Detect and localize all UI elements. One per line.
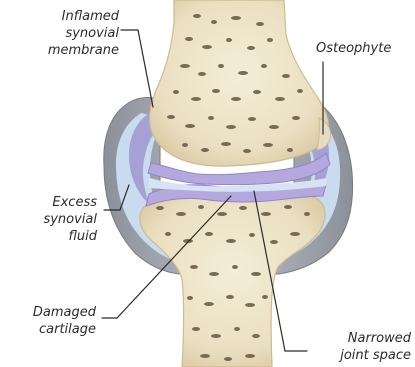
label-inflamed-synovial-membrane: Inflamed synovial membrane: [12, 8, 119, 59]
label-damaged-line-2: cartilage: [10, 321, 96, 338]
femur-bone: [150, 0, 329, 166]
label-excess-line-3: fluid: [10, 228, 97, 245]
label-narrowed-line-1: Narrowed: [310, 330, 411, 347]
label-damaged-cartilage: Damaged cartilage: [10, 304, 96, 338]
label-excess-line-1: Excess: [10, 194, 97, 211]
label-narrowed-line-2: joint space: [310, 347, 411, 364]
label-narrowed-joint-space: Narrowed joint space: [310, 330, 411, 364]
label-inflamed-line-1: Inflamed: [12, 8, 119, 25]
label-inflamed-line-3: membrane: [12, 42, 119, 59]
tibia-bone: [140, 193, 325, 367]
label-inflamed-line-2: synovial: [12, 25, 119, 42]
label-excess-line-2: synovial: [10, 211, 97, 228]
label-osteophyte-line-1: Osteophyte: [316, 40, 411, 57]
label-damaged-line-1: Damaged: [10, 304, 96, 321]
leader-inflamed-membrane: [121, 30, 153, 107]
label-osteophyte: Osteophyte: [316, 40, 411, 57]
label-excess-synovial-fluid: Excess synovial fluid: [10, 194, 97, 245]
